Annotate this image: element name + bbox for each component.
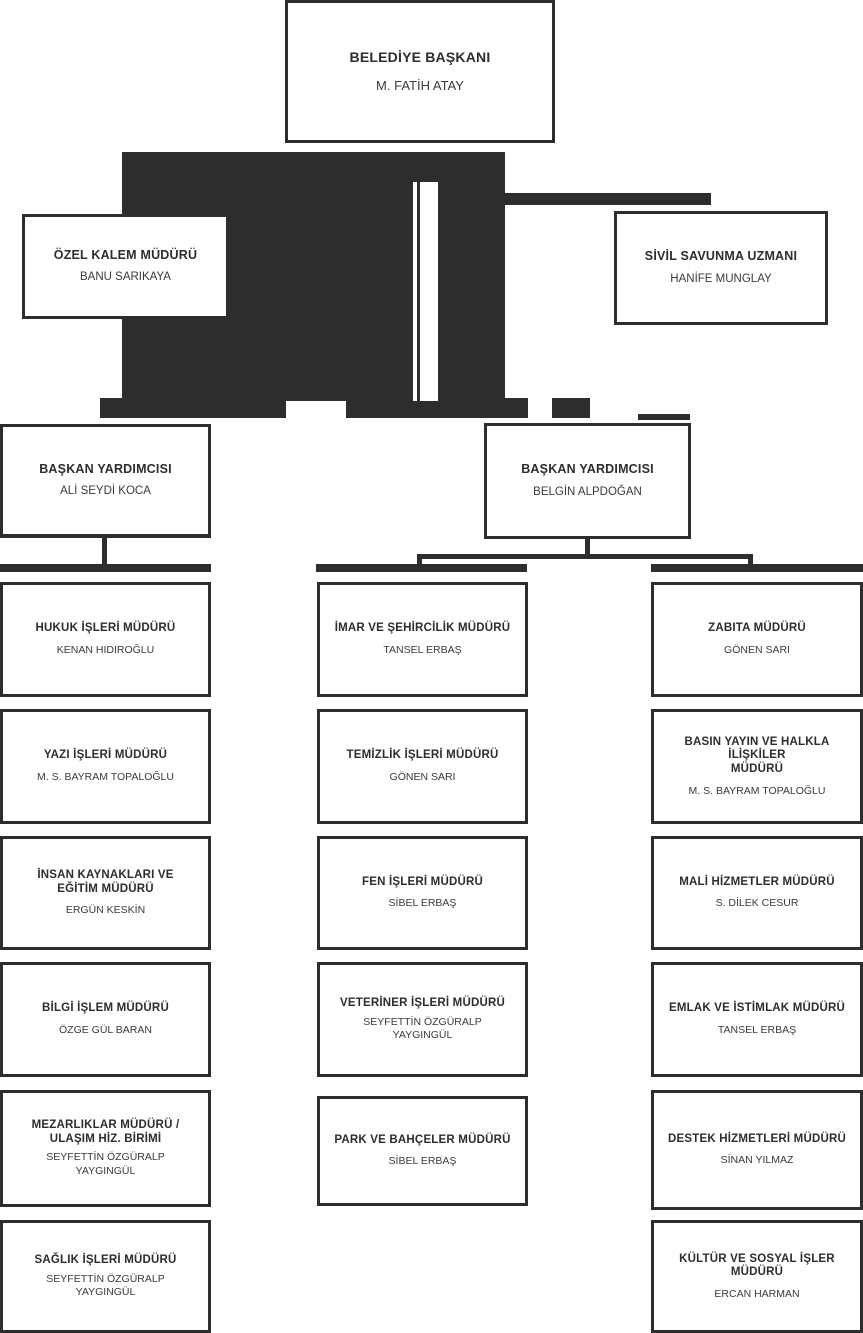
node-insan-kaynaklari-mudaru[interactable]: İNSAN KAYNAKLARI VE EĞİTİM MÜDÜRÜ ERGÜN … (0, 836, 211, 950)
node-person: SİBEL ERBAŞ (388, 1155, 457, 1168)
node-title: KÜLTÜR VE SOSYAL İŞLER MÜDÜRÜ (679, 1252, 835, 1279)
node-person: M. S. BAYRAM TOPALOĞLU (37, 770, 174, 783)
node-temizlik-isleri-mudaru[interactable]: TEMİZLİK İŞLERİ MÜDÜRÜ GÖNEN SARI (317, 709, 528, 824)
node-person: M. FATİH ATAY (376, 77, 464, 93)
connector-slit-b (420, 182, 438, 401)
node-mali-hizmetler-mudaru[interactable]: MALİ HİZMETLER MÜDÜRÜ S. DİLEK CESUR (651, 836, 863, 950)
node-title: ZABITA MÜDÜRÜ (708, 622, 806, 635)
node-person: SEYFETTİN ÖZGÜRALP YAYGINGÜL (46, 1272, 165, 1298)
node-emlak-ve-istimlak-mudaru[interactable]: EMLAK VE İSTİMLAK MÜDÜRÜ TANSEL ERBAŞ (651, 962, 863, 1077)
connector-vp2-drop (585, 536, 590, 558)
node-title: MEZARLIKLAR MÜDÜRÜ / ULAŞIM HİZ. BİRİMİ (31, 1119, 180, 1145)
node-title: BASIN YAYIN VE HALKLA İLİŞKİLER MÜDÜRÜ (684, 735, 830, 775)
connector-top-notch-right (552, 398, 590, 418)
node-hukuk-isleri-mudaru[interactable]: HUKUK İŞLERİ MÜDÜRÜ KENAN HIDIROĞLU (0, 582, 211, 697)
connector-top-stub-right (638, 414, 690, 420)
node-belediye-baskani[interactable]: BELEDİYE BAŞKANI M. FATİH ATAY (285, 0, 555, 143)
node-person: TANSEL ERBAŞ (383, 643, 462, 656)
node-baskan-yardimcisi-1[interactable]: BAŞKAN YARDIMCISI ALİ SEYDİ KOCA (0, 424, 211, 537)
node-title: MALİ HİZMETLER MÜDÜRÜ (679, 875, 835, 888)
node-person: S. DİLEK CESUR (715, 897, 799, 910)
node-ozel-kalem-mudaru[interactable]: ÖZEL KALEM MÜDÜRÜ BANU SARIKAYA (22, 214, 229, 319)
node-imar-ve-sehircilik-mudaru[interactable]: İMAR VE ŞEHİRCİLİK MÜDÜRÜ TANSEL ERBAŞ (317, 582, 528, 697)
node-title: DESTEK HİZMETLERİ MÜDÜRÜ (668, 1132, 846, 1145)
node-person: BELGİN ALPDOĞAN (533, 485, 642, 498)
node-title: FEN İŞLERİ MÜDÜRÜ (362, 875, 483, 888)
node-park-ve-bahceler-mudaru[interactable]: PARK VE BAHÇELER MÜDÜRÜ SİBEL ERBAŞ (317, 1096, 528, 1206)
node-person: M. S. BAYRAM TOPALOĞLU (688, 784, 826, 797)
connector-vp2-leg-mid (417, 554, 422, 572)
node-title: BAŞKAN YARDIMCISI (521, 462, 654, 477)
node-title: YAZI İŞLERİ MÜDÜRÜ (43, 749, 168, 762)
node-person: SEYFETTİN ÖZGÜRALP YAYGINGÜL (46, 1151, 165, 1177)
node-title: BAŞKAN YARDIMCISI (39, 461, 172, 476)
node-bilgi-islem-mudaru[interactable]: BİLGİ İŞLEM MÜDÜRÜ ÖZGE GÜL BARAN (0, 962, 211, 1077)
connector-vp2-rail-mid (316, 564, 527, 572)
node-title: EMLAK VE İSTİMLAK MÜDÜRÜ (668, 1002, 845, 1015)
connector-vp1-rail (0, 564, 211, 572)
connector-top-notch-mid (346, 398, 528, 418)
node-person: ERCAN HARMAN (714, 1287, 800, 1300)
node-basin-yayin-halkla-iliskiler-mudaru[interactable]: BASIN YAYIN VE HALKLA İLİŞKİLER MÜDÜRÜ M… (651, 709, 863, 824)
node-title: PARK VE BAHÇELER MÜDÜRÜ (334, 1133, 511, 1146)
node-title: TEMİZLİK İŞLERİ MÜDÜRÜ (346, 749, 499, 762)
node-person: GÖNEN SARI (724, 643, 790, 656)
connector-vp1-drop (102, 536, 107, 564)
node-title: İNSAN KAYNAKLARI VE EĞİTİM MÜDÜRÜ (37, 869, 174, 895)
node-destek-hizmetleri-mudaru[interactable]: DESTEK HİZMETLERİ MÜDÜRÜ SİNAN YILMAZ (651, 1090, 863, 1210)
node-veteriner-isleri-mudaru[interactable]: VETERİNER İŞLERİ MÜDÜRÜ SEYFETTİN ÖZGÜRA… (317, 962, 528, 1077)
node-title: HUKUK İŞLERİ MÜDÜRÜ (35, 622, 176, 635)
node-kultur-ve-sosyal-isler-mudaru[interactable]: KÜLTÜR VE SOSYAL İŞLER MÜDÜRÜ ERCAN HARM… (651, 1220, 863, 1333)
node-person: ALİ SEYDİ KOCA (60, 485, 151, 498)
node-title: VETERİNER İŞLERİ MÜDÜRÜ (340, 997, 505, 1010)
node-person: SEYFETTİN ÖZGÜRALP YAYGINGÜL (363, 1015, 482, 1041)
connector-vp2-bus (417, 554, 753, 559)
node-title: İMAR VE ŞEHİRCİLİK MÜDÜRÜ (334, 622, 511, 635)
node-zabita-mudaru[interactable]: ZABITA MÜDÜRÜ GÖNEN SARI (651, 582, 863, 697)
node-saglik-isleri-mudaru[interactable]: SAĞLIK İŞLERİ MÜDÜRÜ SEYFETTİN ÖZGÜRALP … (0, 1220, 211, 1333)
connector-vp2-rail-right (651, 564, 863, 572)
node-title: SİVİL SAVUNMA UZMANI (644, 249, 798, 264)
connector-slit-a (413, 182, 417, 401)
node-fen-isleri-mudaru[interactable]: FEN İŞLERİ MÜDÜRÜ SİBEL ERBAŞ (317, 836, 528, 950)
node-person: ERGÜN KESKİN (65, 904, 146, 917)
node-baskan-yardimcisi-2[interactable]: BAŞKAN YARDIMCISI BELGİN ALPDOĞAN (484, 423, 691, 539)
connector-vp2-leg-right (748, 554, 753, 572)
node-person: GÖNEN SARI (389, 770, 456, 783)
node-title: BELEDİYE BAŞKANI (349, 49, 491, 66)
node-person: HANİFE MUNGLAY (670, 272, 772, 285)
connector-top-notch-left (100, 398, 286, 418)
node-sivil-savunma-uzmani[interactable]: SİVİL SAVUNMA UZMANI HANİFE MUNGLAY (614, 211, 828, 325)
node-yazi-isleri-mudaru[interactable]: YAZI İŞLERİ MÜDÜRÜ M. S. BAYRAM TOPALOĞL… (0, 709, 211, 824)
node-person: KENAN HIDIROĞLU (56, 643, 155, 656)
connector-top-block-a (122, 152, 505, 193)
node-mezarliklar-mudaru[interactable]: MEZARLIKLAR MÜDÜRÜ / ULAŞIM HİZ. BİRİMİ … (0, 1090, 211, 1207)
node-person: BANU SARIKAYA (80, 271, 171, 284)
node-person: SİNAN YILMAZ (720, 1154, 794, 1167)
node-person: TANSEL ERBAŞ (717, 1023, 797, 1036)
node-title: BİLGİ İŞLEM MÜDÜRÜ (42, 1002, 169, 1015)
node-title: SAĞLIK İŞLERİ MÜDÜRÜ (34, 1254, 177, 1267)
node-title: ÖZEL KALEM MÜDÜRÜ (53, 247, 198, 262)
node-person: ÖZGE GÜL BARAN (59, 1023, 152, 1036)
node-person: SİBEL ERBAŞ (388, 897, 457, 910)
